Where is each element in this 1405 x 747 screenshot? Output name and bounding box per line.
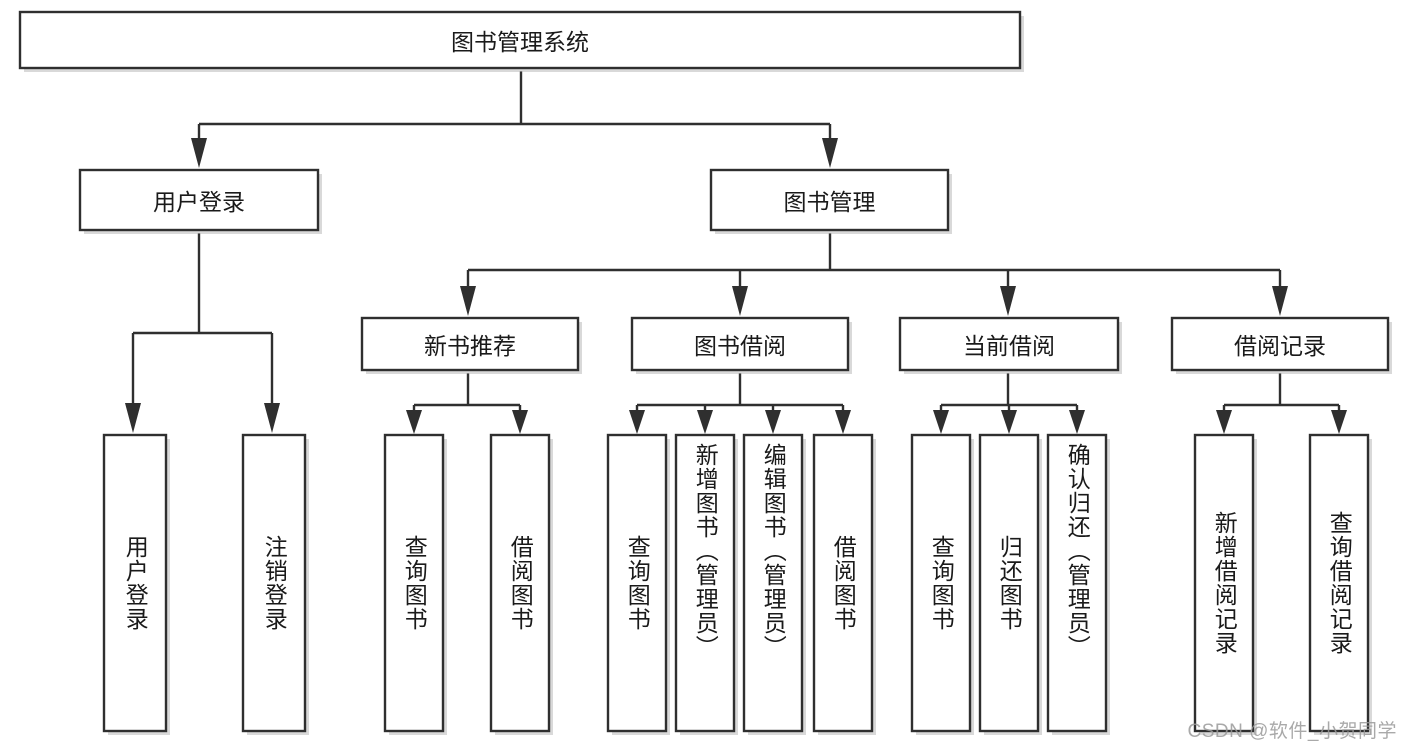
node-leaf-query-book-2[interactable] — [606, 433, 668, 733]
connector-layer — [125, 71, 1347, 434]
node-leaf-add-book[interactable] — [674, 433, 736, 733]
arrow-to-user-login — [191, 138, 207, 168]
arrow-to-leaf-add-book — [697, 410, 713, 434]
node-leaf-user-login[interactable] — [102, 433, 168, 733]
arrow-to-book-manage — [822, 138, 838, 168]
arrow-to-leaf-return-book — [1001, 410, 1017, 434]
arrow-to-leaf-query-book-1 — [406, 410, 422, 434]
node-leaf-borrow-book-1[interactable] — [489, 433, 551, 733]
arrow-to-book-borrow — [732, 286, 748, 316]
node-leaf-query-record[interactable] — [1308, 433, 1370, 733]
arrow-to-leaf-borrow-book-2 — [835, 410, 851, 434]
node-book-manage[interactable] — [709, 168, 950, 232]
csdn-watermark: CSDN @软件_小贺同学 — [1187, 721, 1397, 742]
arrow-to-new-book-rec — [460, 286, 476, 316]
node-leaf-logout[interactable] — [241, 433, 307, 733]
node-new-book-rec[interactable] — [360, 316, 580, 372]
node-leaf-confirm-return[interactable] — [1046, 433, 1108, 733]
node-leaf-add-record[interactable] — [1193, 433, 1255, 733]
node-current-borrow[interactable] — [898, 316, 1120, 372]
node-borrow-record[interactable] — [1170, 316, 1390, 372]
arrow-to-leaf-query-book-2 — [629, 410, 645, 434]
arrow-to-leaf-add-record — [1216, 410, 1232, 434]
arrow-to-leaf-edit-book — [765, 410, 781, 434]
node-leaf-query-book-3[interactable] — [910, 433, 972, 733]
arrow-to-leaf-confirm-return — [1069, 410, 1085, 434]
node-leaf-return-book[interactable] — [978, 433, 1040, 733]
node-root[interactable] — [18, 10, 1022, 70]
node-book-borrow[interactable] — [630, 316, 850, 372]
arrow-to-leaf-query-record — [1331, 410, 1347, 434]
node-leaf-borrow-book-2[interactable] — [812, 433, 874, 733]
arrow-to-borrow-record — [1272, 286, 1288, 316]
arrow-to-leaf-user-login — [125, 403, 141, 433]
node-leaf-edit-book[interactable] — [742, 433, 804, 733]
arrow-to-leaf-query-book-3 — [933, 410, 949, 434]
node-user-login[interactable] — [78, 168, 320, 232]
arrow-to-leaf-borrow-book-1 — [512, 410, 528, 434]
node-layer — [18, 10, 1392, 735]
arrow-to-leaf-logout — [264, 403, 280, 433]
node-leaf-query-book-1[interactable] — [383, 433, 445, 733]
arrow-to-current-borrow — [1000, 286, 1016, 316]
